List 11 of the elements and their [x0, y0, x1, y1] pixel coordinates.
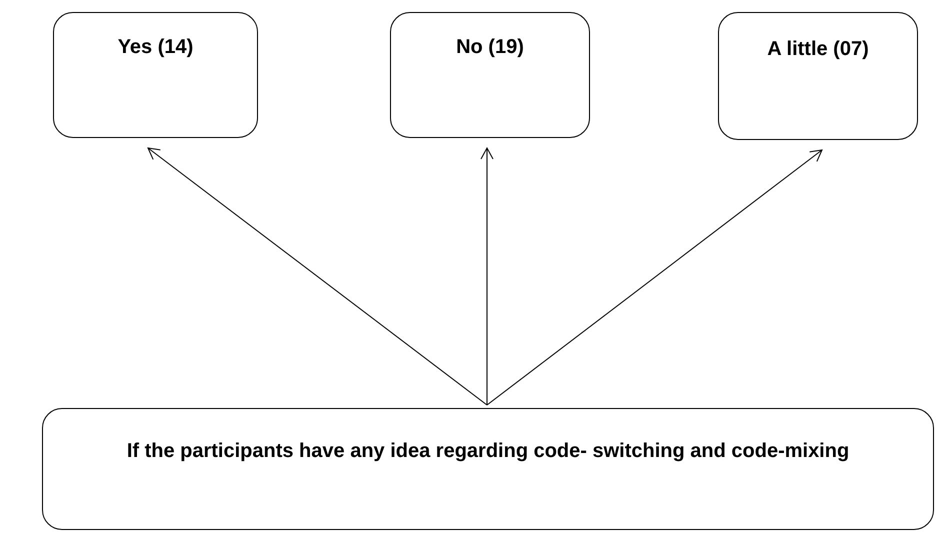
box-label: If the participants have any idea regarding code- switching and code-mixing: [126, 439, 850, 464]
answer-box: [390, 12, 590, 138]
arrow: [148, 148, 488, 406]
box-label: Yes (14): [116, 35, 194, 60]
answer-box: [42, 408, 934, 530]
box-label: No (19): [455, 35, 525, 60]
arrow: [486, 150, 822, 406]
answer-box: [718, 12, 918, 140]
arrow: [480, 148, 494, 406]
box-label: A little (07): [766, 37, 870, 62]
answer-box: [53, 12, 258, 138]
